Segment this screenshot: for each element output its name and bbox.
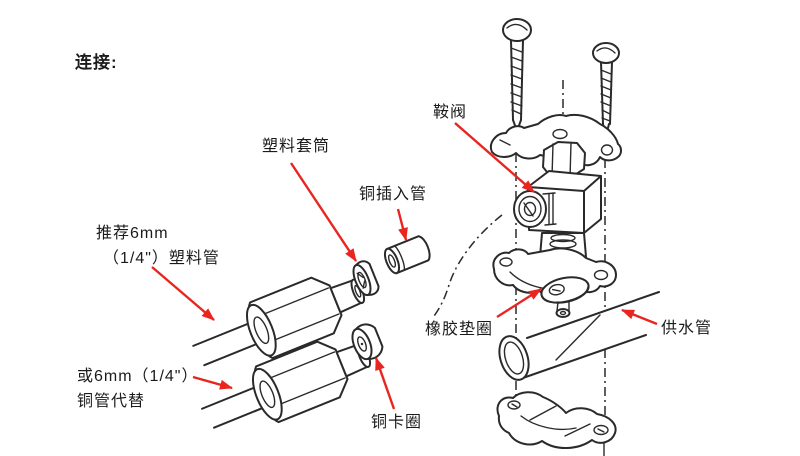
valve-body bbox=[513, 170, 602, 234]
label-copper-ferrule: 铜卡圈 bbox=[371, 414, 423, 431]
leader-arrow-recommend-tube bbox=[151, 266, 215, 321]
rubber-washer-part bbox=[540, 276, 590, 304]
leader-arrow-rubber-washer bbox=[496, 287, 542, 319]
supply-pipe-part bbox=[498, 291, 660, 381]
valve-inlet-stub bbox=[555, 301, 571, 318]
plastic-sleeve-part bbox=[352, 260, 380, 297]
label-recommended-tube: 推荐6mm （1/4"）塑料管 bbox=[96, 221, 220, 271]
upper-tube-assembly bbox=[192, 276, 366, 367]
leader-arrow-copper-ferrule bbox=[374, 357, 396, 410]
label-copper-insert-tube: 铜插入管 bbox=[359, 186, 428, 203]
copper-insert-part bbox=[383, 235, 431, 275]
top-clamp-bracket bbox=[490, 113, 622, 167]
leader-arrow-saddle-valve bbox=[454, 122, 535, 193]
label-rubber-washer: 橡胶垫圈 bbox=[425, 321, 494, 338]
leader-arrow-copper-insert bbox=[396, 208, 408, 241]
leader-arrows bbox=[151, 122, 658, 410]
leader-arrow-supply-pipe bbox=[621, 308, 658, 326]
label-recommended-tube-line2: （1/4"）塑料管 bbox=[103, 250, 220, 267]
label-supply-pipe: 供水管 bbox=[661, 320, 713, 337]
label-saddle-valve: 鞍阀 bbox=[433, 104, 468, 121]
leader-arrow-plastic-sleeve bbox=[289, 162, 358, 262]
page-title: 连接: bbox=[75, 53, 118, 72]
label-alt-copper-tube-line1: 或6mm（1/4"） bbox=[77, 368, 199, 385]
mounting-bolt-left bbox=[502, 18, 532, 132]
label-alt-copper-tube: 或6mm（1/4"） 铜管代替 bbox=[77, 364, 198, 414]
label-recommended-tube-line1: 推荐6mm bbox=[96, 225, 169, 242]
label-alt-copper-tube-line2: 铜管代替 bbox=[77, 393, 146, 410]
mounting-bolt-right bbox=[592, 42, 620, 137]
copper-ferrule-part bbox=[351, 323, 384, 361]
label-plastic-sleeve: 塑料套筒 bbox=[262, 138, 331, 155]
bottom-clamp-bracket bbox=[496, 391, 617, 449]
leader-arrow-alt-copper-tube bbox=[192, 375, 233, 390]
